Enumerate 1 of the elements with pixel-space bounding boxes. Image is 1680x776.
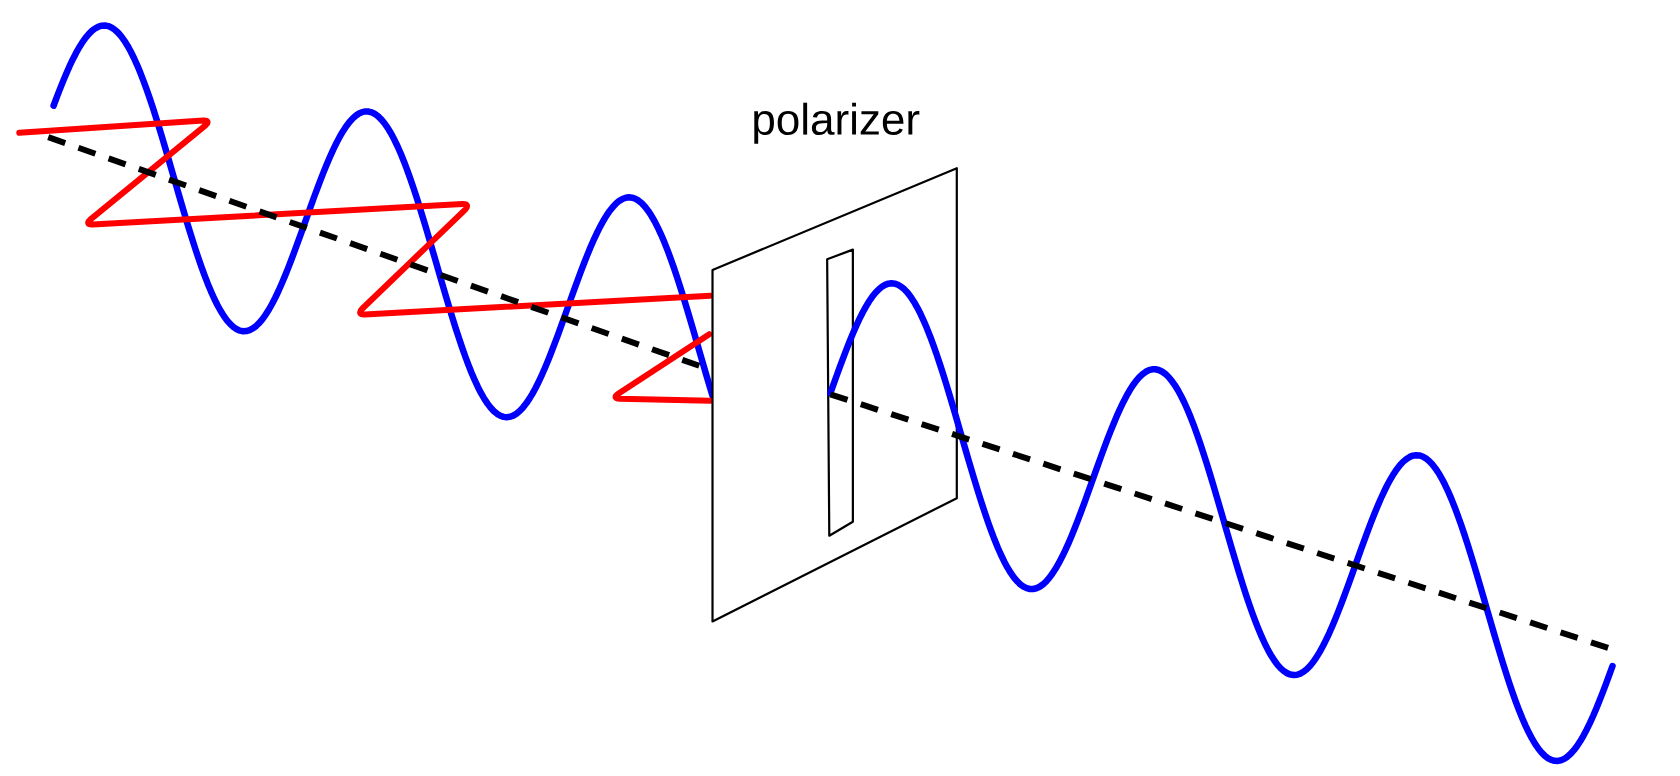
part-label: polarizer <box>754 102 920 144</box>
